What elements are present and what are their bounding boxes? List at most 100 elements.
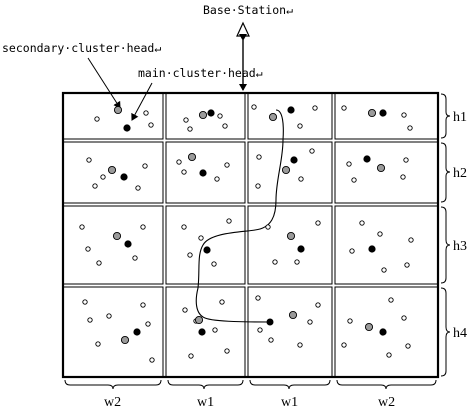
sensor-node xyxy=(87,317,93,323)
main-cluster-head-node xyxy=(290,156,298,164)
sensor-node xyxy=(401,315,407,321)
bracket-w1-right xyxy=(249,379,331,390)
row-height-h3: h3 xyxy=(453,239,467,254)
bracket-w1-left xyxy=(167,379,244,390)
sensor-node xyxy=(272,259,278,265)
cell-r4-c4 xyxy=(334,286,439,378)
sensor-node xyxy=(386,352,392,358)
main-cluster-head-node xyxy=(368,245,376,253)
bracket-w2-right xyxy=(336,379,437,390)
sensor-node xyxy=(142,163,148,169)
main-cluster-head-node xyxy=(203,246,211,254)
sensor-node xyxy=(298,176,304,182)
secondary-cluster-head-node xyxy=(268,112,278,122)
sensor-node xyxy=(212,327,218,333)
cell-r3-c1 xyxy=(62,205,164,285)
sensor-node xyxy=(188,353,194,359)
column-width-brackets xyxy=(64,379,437,390)
secondary-cluster-head-node xyxy=(288,310,298,320)
row-height-h4: h4 xyxy=(453,326,467,341)
sensor-node xyxy=(341,342,347,348)
cell-r2-c3 xyxy=(247,141,333,204)
main-cluster-head-node xyxy=(123,124,131,132)
sensor-node xyxy=(94,116,100,122)
sensor-node xyxy=(407,125,413,131)
cell-r2-c1 xyxy=(62,141,164,204)
secondary-cluster-head-node xyxy=(112,231,122,241)
sensor-node xyxy=(86,157,92,163)
secondary-cluster-head-node xyxy=(376,163,386,173)
sensor-node xyxy=(187,126,193,132)
sensor-node xyxy=(82,299,88,305)
cell-r4-c2 xyxy=(165,286,246,378)
sensor-node xyxy=(198,235,204,241)
sensor-node xyxy=(79,224,85,230)
main-cluster-head-node xyxy=(124,240,132,248)
main-cluster-head-node xyxy=(379,109,387,117)
sensor-node xyxy=(106,313,112,319)
sensor-node xyxy=(349,248,355,254)
main-cluster-head-node xyxy=(207,109,215,117)
sensor-node xyxy=(408,237,414,243)
bracket-h2 xyxy=(440,142,451,203)
sensor-node xyxy=(222,123,228,129)
sensor-node xyxy=(401,112,407,118)
sensor-node xyxy=(315,302,321,308)
secondary-cluster-head-node xyxy=(367,108,377,118)
sensor-node xyxy=(140,224,146,230)
sensor-node xyxy=(219,299,225,305)
bracket-h3 xyxy=(440,206,451,284)
cell-r3-c3 xyxy=(247,205,333,285)
secondary-cluster-head-node xyxy=(107,165,117,175)
sensor-node xyxy=(294,259,300,265)
main-cluster-head-node xyxy=(287,106,295,114)
sensor-node xyxy=(404,262,410,268)
sensor-node xyxy=(297,342,303,348)
cell-r4-c1 xyxy=(62,286,164,378)
sensor-node xyxy=(85,246,91,252)
sensor-node xyxy=(148,122,154,128)
sensor-node xyxy=(187,252,193,258)
cell-r1-c4 xyxy=(334,92,439,140)
column-width-w1-left: w1 xyxy=(197,395,214,410)
sensor-node xyxy=(149,357,155,363)
main-cluster-head-node xyxy=(363,155,371,163)
routing-path xyxy=(195,109,284,323)
path-endpoint-node xyxy=(266,318,274,326)
base-station-label: Base·Station↵ xyxy=(203,3,293,17)
sensor-node xyxy=(256,154,262,160)
sensor-node xyxy=(268,337,274,343)
sensor-node xyxy=(176,159,182,165)
secondary-cluster-head-node xyxy=(187,152,197,162)
sensor-node xyxy=(255,183,261,189)
sensor-node xyxy=(255,295,261,301)
main-cluster-head-node xyxy=(379,328,387,336)
sensor-node xyxy=(347,318,353,324)
main-cluster-head-node xyxy=(120,173,128,181)
secondary-cluster-head-node xyxy=(281,165,291,175)
sensor-node xyxy=(307,319,313,325)
sensor-node xyxy=(312,105,318,111)
bracket-h1 xyxy=(440,93,451,139)
cell-r2-c4 xyxy=(334,141,439,204)
sensor-node xyxy=(265,224,271,230)
sensor-node xyxy=(224,162,230,168)
sensor-node xyxy=(403,157,409,163)
sensor-node xyxy=(224,348,230,354)
sensor-node xyxy=(346,161,352,167)
sensor-node xyxy=(315,220,321,226)
sensor-node xyxy=(381,267,387,273)
secondary-head-pointer xyxy=(87,57,121,109)
cell-r3-c2 xyxy=(165,205,246,285)
sensor-node xyxy=(211,261,217,267)
sensor-node xyxy=(377,231,383,237)
bracket-w2-left xyxy=(64,379,162,390)
column-width-w2-right: w2 xyxy=(378,395,395,410)
sensor-node xyxy=(140,302,146,308)
main-head-pointer xyxy=(131,82,153,121)
cell-r3-c4 xyxy=(334,205,439,285)
sensor-node xyxy=(95,341,101,347)
column-width-w2-left: w2 xyxy=(104,395,121,410)
secondary-cluster-head-node xyxy=(194,315,204,325)
cell-r4-c3 xyxy=(247,286,333,378)
